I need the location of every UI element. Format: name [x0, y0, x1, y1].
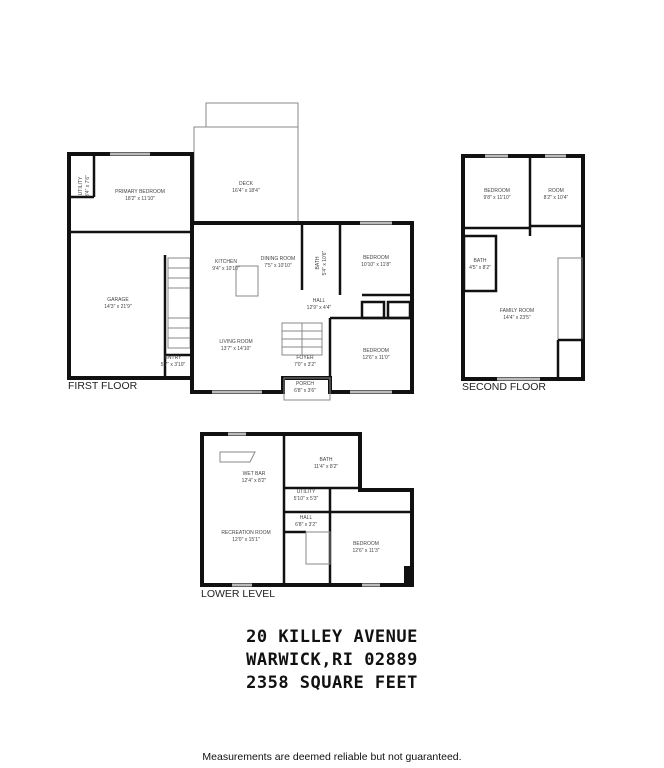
disclaimer: Measurements are deemed reliable but not…: [202, 751, 461, 763]
room-label: 7'5" x 10'10": [264, 263, 292, 269]
room-label: 6'8" x 3'6": [294, 388, 316, 394]
room-label: PRIMARY BEDROOM: [115, 189, 165, 195]
room-label: 12'9" x 4'4": [307, 305, 332, 311]
room-label: BATH: [474, 258, 487, 264]
room-label: ENTRY: [165, 355, 183, 361]
room-label: 12'6" x 11'3": [352, 548, 379, 554]
room-label: 5'4" x 10'6": [322, 250, 328, 275]
room-label: HALL: [300, 515, 313, 521]
room-label: BATH: [320, 457, 333, 463]
room-label: HALL: [313, 298, 326, 304]
room-label: UTILITY: [297, 489, 316, 495]
room-label: BEDROOM: [353, 541, 379, 547]
deck-stairs: [205, 102, 299, 128]
first-floor-label: FIRST FLOOR: [68, 380, 138, 392]
lower-level-walls: [200, 432, 414, 587]
room-label: 13'7" x 14'10": [221, 346, 251, 352]
room-label: 9'4" x 10'10": [212, 266, 240, 272]
room-label: UTILITY: [78, 176, 84, 195]
room-label: 3'4" x 7'6": [85, 175, 91, 197]
room-label: 14'4" x 23'5": [503, 315, 531, 321]
deck: [193, 126, 299, 223]
room-label: FAMILY ROOM: [500, 308, 534, 314]
room-label: BEDROOM: [363, 348, 389, 354]
lower-level-label: LOWER LEVEL: [201, 588, 275, 600]
room-label: 9'8" x 11'10": [483, 195, 510, 201]
room-label: 14'3" x 21'9": [104, 304, 132, 310]
room-label: BATH: [315, 256, 321, 269]
square-footage: 2358 SQUARE FEET: [246, 673, 418, 693]
room-label: BATH: [315, 256, 321, 269]
room-label: 7'0" x 3'2": [294, 362, 316, 368]
room-label: 18'2" x 11'10": [125, 196, 155, 202]
room-label: PORCH: [296, 381, 314, 387]
second-floor-label: SECOND FLOOR: [462, 381, 546, 393]
room-label: LIVING ROOM: [219, 339, 252, 345]
room-label: 16'4" x 18'4": [232, 188, 260, 194]
room-label: WET BAR: [243, 471, 266, 477]
address: 20 KILLEY AVENUE: [246, 627, 418, 647]
room-label: ROOM: [548, 188, 564, 194]
room-label: 12'6" x 11'0": [362, 355, 389, 361]
room-label: 12'0" x 15'1": [232, 537, 260, 543]
lower-level: WET BAR 12'4" x 8'2" BATH 11'4" x 8'2" U…: [200, 432, 414, 600]
city-state-zip: WARWICK,RI 02889: [246, 650, 418, 670]
room-label: GARAGE: [107, 297, 129, 303]
room-label: BEDROOM: [363, 255, 389, 261]
room-label: DINING ROOM: [261, 256, 295, 262]
room-label: UTILITY: [78, 176, 84, 195]
room-label: 5'4" x 10'6": [322, 250, 328, 275]
first-floor: UTILITY 3'4" x 7'6" PRIMARY BEDROOM 18'2…: [67, 102, 414, 401]
room-label: KITCHEN: [215, 259, 237, 265]
room-label: DECK: [239, 181, 254, 187]
room-label: FOYER: [296, 355, 314, 361]
room-label: 8'2" x 10'4": [544, 195, 569, 201]
porch: [283, 377, 331, 401]
room-label: 10'10" x 11'8": [361, 262, 391, 268]
room-label: 6'8" x 3'2": [295, 522, 317, 528]
room-label: 12'4" x 8'2": [242, 478, 267, 484]
room-label: 5'7" x 3'10": [161, 362, 186, 368]
room-label: RECREATION ROOM: [221, 530, 270, 536]
room-label: 4'5" x 8'2": [469, 265, 491, 271]
room-label: 11'4" x 8'2": [314, 464, 338, 470]
room-label: BEDROOM: [484, 188, 510, 194]
second-floor: BEDROOM 9'8" x 11'10" ROOM 8'2" x 10'4" …: [461, 154, 585, 393]
room-label: 5'10" x 5'3": [294, 496, 319, 502]
room-label: 3'4" x 7'6": [85, 175, 91, 197]
